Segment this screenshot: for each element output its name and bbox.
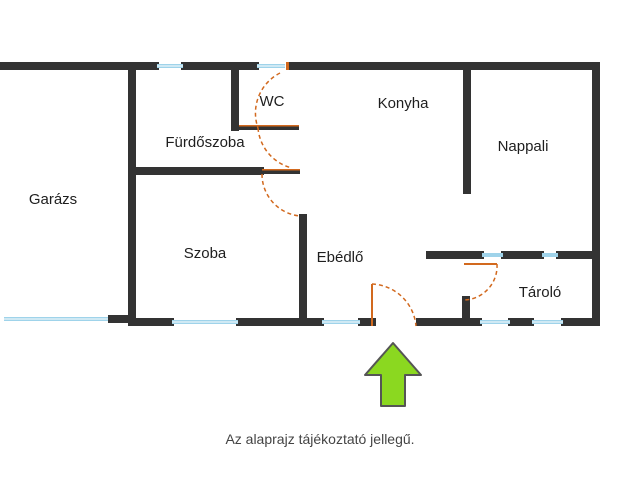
walls (0, 62, 600, 326)
disclaimer-note: Az alaprajz tájékoztató jellegű. (225, 431, 414, 447)
room-label-wc: WC (260, 93, 285, 110)
room-label-szoba: Szoba (184, 245, 227, 262)
small-top-door-leaf (286, 62, 289, 70)
room-label-garazs: Garázs (29, 191, 77, 208)
door-swings (254, 72, 498, 327)
room-label-nappali: Nappali (498, 138, 549, 155)
entrance-door-swing (371, 283, 417, 327)
wc-door-swing-lower (257, 127, 293, 169)
storage-door-swing (463, 263, 498, 301)
interior-door-frames (239, 125, 300, 174)
wc-door-swing (254, 72, 281, 129)
window-sill-lines (4, 65, 563, 323)
entrance-arrow-icon (364, 342, 422, 407)
bath-door-trim (262, 169, 300, 171)
small-top-door-wall (289, 62, 300, 70)
room-label-konyha: Konyha (378, 95, 430, 112)
wc-door-frame (239, 125, 299, 130)
room-label-furdoszoba: Fürdőszoba (165, 134, 245, 151)
room-label-ebedlo: Ebédlő (317, 249, 364, 266)
door-leaves (371, 263, 497, 326)
wc-door-trim (239, 125, 299, 127)
bath-door-swing (261, 173, 301, 217)
small-top-door (286, 62, 300, 70)
bath-door-frame (262, 169, 300, 174)
room-label-tarolo: Tároló (519, 284, 562, 301)
